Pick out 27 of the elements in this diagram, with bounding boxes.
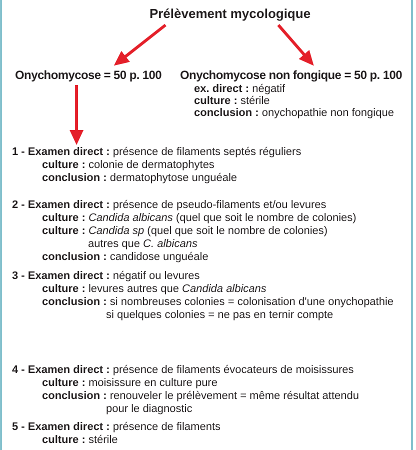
result-line: conclusion : si nombreuses colonies = colonisation d'une onychopathie xyxy=(42,296,394,309)
arrow xyxy=(277,24,314,66)
result-line: culture : stérile xyxy=(194,95,270,107)
result-line: culture : moisissure en culture pure xyxy=(42,377,218,390)
result-line: ex. direct : négatif xyxy=(194,83,286,95)
result-line: si quelques colonies = ne pas en ternir compte xyxy=(106,309,334,322)
result-line: pour le diagnostic xyxy=(106,403,192,416)
result-heading: Onychomycose non fongique = 50 p. 100 xyxy=(180,67,402,83)
result-line: autres que C. albicans xyxy=(88,238,198,251)
arrow xyxy=(114,24,166,66)
result-line: conclusion : dermatophytose unguéale xyxy=(42,172,238,185)
exam-line: 1 - Examen direct : présence de filaments septés réguliers xyxy=(12,146,302,159)
result-line: culture : colonie de dermatophytes xyxy=(42,159,214,172)
result-line: culture : Candida sp (quel que soit le nombre de colonies) xyxy=(42,225,328,238)
result-line: culture : levures autres que Candida albicans xyxy=(42,283,266,296)
exam-line: 2 - Examen direct : présence de pseudo-filaments et/ou levures xyxy=(12,199,326,212)
result-line: culture : stérile xyxy=(42,434,118,447)
result-line: conclusion : candidose unguéale xyxy=(42,251,208,264)
arrow xyxy=(70,85,84,145)
exam-line: 5 - Examen direct : présence de filaments xyxy=(12,421,220,434)
result-line: culture : Candida albicans (quel que soit le nombre de colonies) xyxy=(42,212,356,225)
exam-line: 4 - Examen direct : présence de filaments évocateurs de moisissures xyxy=(12,364,354,377)
result-heading: Onychomycose = 50 p. 100 xyxy=(15,67,162,83)
sample-heading: Prélèvement mycologique xyxy=(149,5,311,23)
result-line: conclusion : onychopathie non fongique xyxy=(194,107,394,119)
exam-line: 3 - Examen direct : négatif ou levures xyxy=(12,270,200,283)
result-line: conclusion : renouveler le prélèvement = même résultat attendu xyxy=(42,390,360,403)
